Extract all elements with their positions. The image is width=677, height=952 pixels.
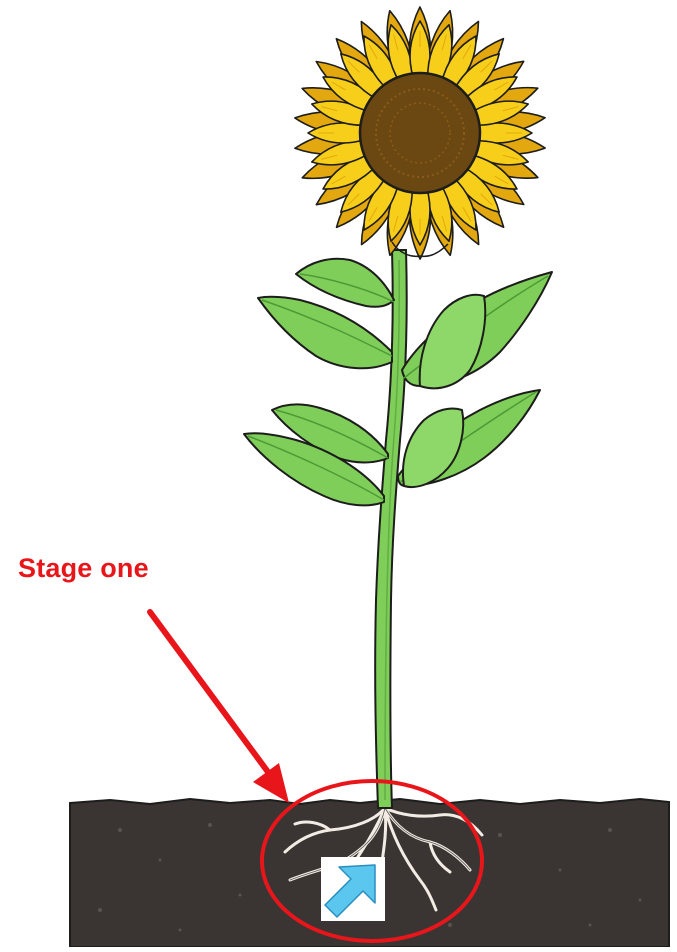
annotation-arrow-head — [253, 763, 289, 803]
flower-head — [295, 7, 545, 259]
leaf — [296, 259, 394, 307]
stem — [375, 250, 407, 808]
arrow-button[interactable] — [321, 857, 385, 921]
leaf — [420, 295, 486, 389]
stage-one-label: Stage one — [18, 553, 149, 584]
flower-center — [360, 73, 480, 193]
diagonal-arrow-icon — [321, 857, 385, 921]
annotation-arrow-line — [150, 612, 268, 772]
